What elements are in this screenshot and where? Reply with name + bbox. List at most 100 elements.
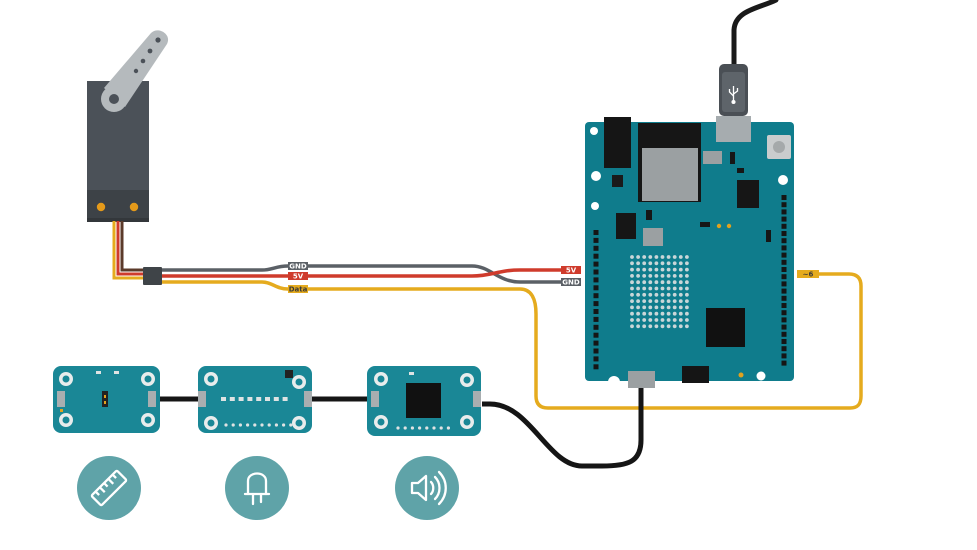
matrix-led [666,274,671,278]
matrix-led [685,299,689,303]
module-pad [418,426,422,430]
matrix-led [642,286,647,291]
module-pad [253,423,257,427]
pixel-led [247,397,253,401]
matrix-led [654,305,659,310]
matrix-led [630,261,634,266]
matrix-led [685,292,689,297]
matrix-led [685,255,689,259]
pixel-led [273,397,279,401]
module-pad [224,423,228,427]
module-pad [231,423,235,427]
matrix-led [685,324,689,329]
matrix-led [660,324,665,329]
header-pin [593,230,599,235]
matrix-led [660,274,665,278]
matrix-led [642,280,647,285]
matrix-led [685,274,689,278]
wire-label-servo-gnd: GND [288,262,308,271]
matrix-led [648,292,653,297]
matrix-led [636,274,640,278]
matrix-led [678,305,683,310]
matrix-led [672,299,677,303]
header-pin [781,281,787,287]
matrix-led [685,261,689,266]
matrix-led [660,267,665,272]
header-pin [781,324,787,330]
wire-label-board-pin: ~6 [797,270,819,279]
matrix-led [678,261,683,266]
module-pad [446,426,450,430]
matrix-led [660,261,665,266]
header-pin [781,288,787,294]
matrix-led [672,286,677,291]
matrix-led [642,274,647,278]
matrix-led [672,318,677,322]
header-pin [781,331,787,337]
matrix-led [678,324,683,329]
matrix-led [654,324,659,329]
module-pad [410,426,414,430]
matrix-led [642,311,647,316]
usb-icon [728,86,739,105]
buzzer-module [367,366,481,436]
header-pin [593,364,599,370]
header-pin [781,259,787,265]
matrix-led [636,324,640,329]
pixel-led [221,397,226,401]
header-pin [781,238,787,244]
matrix-led [672,255,677,259]
matrix-led [660,305,665,310]
matrix-led [654,299,659,303]
module-pad [246,423,250,427]
module-pad [425,426,429,430]
matrix-led [636,261,640,266]
matrix-led [630,255,634,259]
matrix-led [648,261,653,266]
header-pin [593,301,599,307]
matrix-led [648,267,653,272]
header-pin [781,223,787,229]
matrix-led [630,318,634,322]
header-pin [781,360,787,366]
wire-label-board-gnd: GND [561,278,581,287]
servo-motor [87,30,169,285]
matrix-led [648,255,653,259]
header-pin [781,295,787,301]
matrix-led [636,305,640,310]
svg-text:Data: Data [289,286,308,294]
matrix-led [630,267,634,272]
matrix-led [672,274,677,278]
header-pin [781,202,787,208]
servo-horn [101,30,169,112]
matrix-led [660,255,665,259]
matrix-led [642,318,647,322]
matrix-led [654,292,659,297]
matrix-led [666,267,671,272]
matrix-led [636,318,640,322]
module-pad [289,423,293,427]
module-pads [396,426,450,430]
module-pad [396,426,400,430]
module-pad [403,426,407,430]
matrix-led [636,299,640,303]
matrix-led [642,255,647,259]
module-pad [260,423,264,427]
pixels-module [198,366,312,433]
header-pin [781,339,787,344]
header-pin [593,340,599,346]
header-pin [593,332,599,338]
header-pin [781,245,787,251]
matrix-led [666,280,671,285]
matrix-led [648,286,653,291]
module-pads [224,423,293,427]
header-pins [593,195,787,370]
matrix-led [630,292,634,297]
header-pin [593,324,599,330]
header-pin [781,216,787,222]
matrix-led [672,305,677,310]
svg-text:GND: GND [289,263,307,271]
matrix-led [648,318,653,322]
matrix-led [678,292,683,297]
